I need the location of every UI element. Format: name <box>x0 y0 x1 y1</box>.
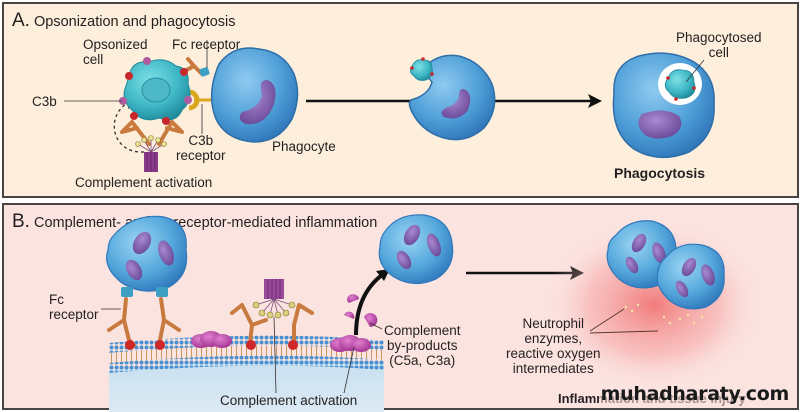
label-opsonized-line2: cell <box>83 52 104 67</box>
panel-b-title: B. Complement- and Fc receptor-mediated … <box>12 211 377 233</box>
label-complement-byproducts: Complement by-products (C5a, C3a) <box>384 323 461 368</box>
fc-receptors-b <box>121 287 168 297</box>
c1-complex <box>135 135 167 172</box>
label-fc-receptor-a: Fc receptor <box>172 37 241 52</box>
panel-b-title-text: Complement- and Fc receptor-mediated inf… <box>33 215 378 231</box>
label-enzymes-line4: intermediates <box>512 361 594 376</box>
label-phagocytosed-line1: Phagocytosed <box>676 30 762 45</box>
phagocyte-nucleus <box>239 80 276 125</box>
panel-a-title-text: Opsonization and phagocytosis <box>33 14 236 30</box>
panel-opsonization: A. Opsonization and phagocytosis <box>2 2 799 198</box>
panel-b-illustration <box>101 214 764 412</box>
phagocytosed-cell-shape <box>664 69 696 99</box>
complement-cluster-2 <box>330 335 371 352</box>
label-byproducts-line1: Complement <box>384 323 461 338</box>
label-complement-activation-b: Complement activation <box>220 393 358 408</box>
label-opsonized-line1: Opsonized <box>83 37 148 52</box>
label-phagocyte: Phagocyte <box>272 139 336 154</box>
phagocytosed-pointer <box>685 59 705 83</box>
phagocytosis-cell-shape <box>612 52 715 158</box>
label-fc-line1: Fc <box>49 292 64 307</box>
label-opsonized-cell: Opsonized cell <box>83 37 148 67</box>
label-enzymes-line2: enzymes, <box>524 331 583 346</box>
label-fc-line2: receptor <box>49 307 99 322</box>
neutrophil-recruited <box>378 214 454 285</box>
label-byproducts-line3: (C5a, C3a) <box>389 353 456 368</box>
label-neutrophil-enzymes: Neutrophil enzymes, reactive oxygen inte… <box>506 316 601 376</box>
label-enzymes-line1: Neutrophil <box>522 316 585 331</box>
antigens-b <box>125 340 298 350</box>
label-fc-receptor-b: Fc receptor <box>49 292 99 322</box>
complement-byproducts <box>344 294 378 328</box>
cell-membrane <box>109 335 384 412</box>
label-complement-activation-a: Complement activation <box>75 175 213 190</box>
phagocyte-shape <box>210 47 299 143</box>
label-phagocytosis: Phagocytosis <box>614 165 706 181</box>
panel-a-letter: A. <box>12 10 30 31</box>
panel-a-illustration <box>64 40 715 172</box>
label-c3b-receptor-line2: receptor <box>176 148 226 163</box>
small-opsonized-cell <box>410 59 433 81</box>
label-c3b-receptor: C3b receptor <box>176 133 226 163</box>
label-phagocytosed-cell: Phagocytosed cell <box>676 30 762 60</box>
watermark: muhadharaty.com <box>598 383 791 405</box>
neutrophil-bound <box>106 215 188 292</box>
panel-inflammation: B. Complement- and Fc receptor-mediated … <box>2 203 799 412</box>
fc-receptor-shape <box>199 67 210 77</box>
panel-a-title: A. Opsonization and phagocytosis <box>12 10 236 32</box>
label-enzymes-line3: reactive oxygen <box>506 346 601 361</box>
opsonized-cell-nucleus <box>141 77 171 103</box>
label-c3b-receptor-line1: C3b <box>188 133 214 148</box>
c3b-molecules <box>125 68 188 125</box>
complement-cluster-1 <box>191 331 232 348</box>
label-phagocytosed-line2: cell <box>708 45 729 60</box>
enzyme-particles <box>624 303 704 325</box>
activation-dashed-arrow <box>113 101 145 153</box>
antibodies-lower <box>120 120 184 146</box>
neutrophil-inflamed-2 <box>656 243 725 310</box>
panel-b-letter: B. <box>12 211 30 232</box>
recruitment-arrow <box>354 273 384 336</box>
label-c3b: C3b <box>32 94 57 109</box>
label-byproducts-line2: by-products <box>386 338 458 353</box>
c1-complex-b <box>252 279 296 319</box>
